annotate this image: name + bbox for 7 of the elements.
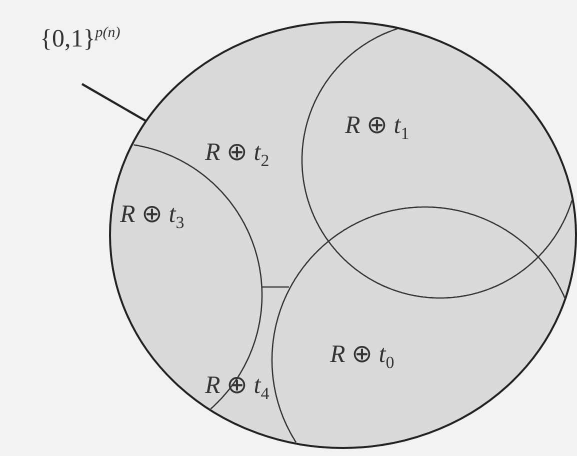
- region-label: R ⊕ t$_{2}$: [205, 140, 270, 169]
- region-label: R ⊕ t$_{0}$: [330, 342, 394, 371]
- region-label: R ⊕ t$_{3}$: [120, 202, 184, 231]
- region-label: R ⊕ t$_{1}$: [345, 113, 410, 142]
- region-label: R ⊕ t$_{4}$: [205, 373, 270, 402]
- set-label: {0,1}$^{p(n)}$: [40, 26, 120, 52]
- leader-line: [81, 83, 147, 122]
